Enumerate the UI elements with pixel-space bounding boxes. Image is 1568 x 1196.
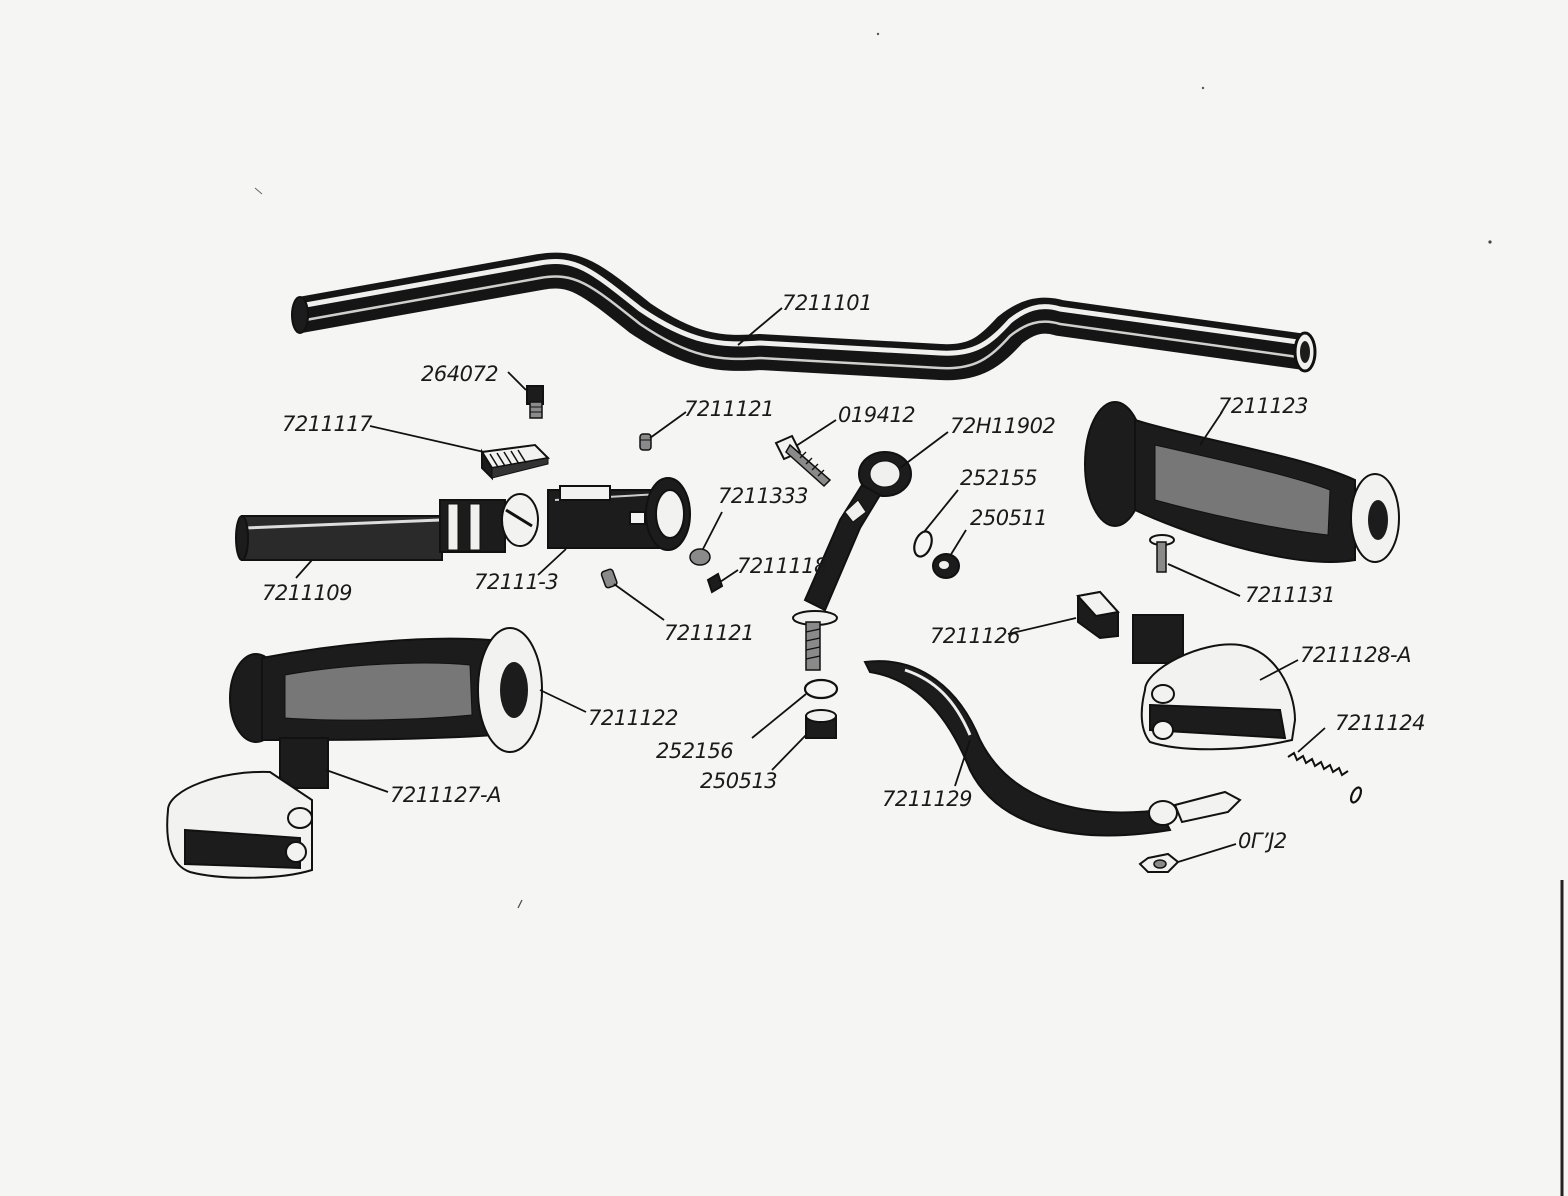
clamp-block-7211117 (480, 443, 551, 481)
label-72H11902: 72H11902 (950, 414, 1055, 438)
block-7211126 (1076, 590, 1120, 640)
pin-7211121-top (639, 433, 652, 451)
label-7211123: 7211123 (1218, 394, 1308, 418)
label-7211122: 7211122 (588, 706, 678, 730)
nut-00J2 (1138, 852, 1180, 873)
throttle-tube-7211109 (235, 493, 539, 561)
label-252156: 252156 (656, 739, 733, 763)
label-264072: 264072 (421, 362, 498, 386)
label-7211127-A: 7211127-A (390, 783, 501, 807)
washer-252155 (913, 530, 933, 558)
label-250513: 250513 (700, 769, 777, 793)
label-7211118: 7211118 (737, 554, 827, 578)
label-7211129: 7211129 (882, 787, 972, 811)
label-7211333: 7211333 (718, 484, 808, 508)
washer-252156 (803, 678, 839, 700)
grip-right-7211123 (1084, 401, 1400, 563)
label-7211109: 7211109 (262, 581, 352, 605)
label-252155: 252155 (960, 466, 1037, 490)
nut-250513 (805, 709, 837, 739)
lever-7211129 (863, 660, 1242, 837)
label-7211126: 7211126 (930, 624, 1020, 648)
label-7211117: 7211117 (282, 412, 373, 436)
screw-264072 (526, 385, 544, 419)
label-72111-3: 72111-3 (474, 570, 558, 594)
label-250511: 250511 (970, 506, 1047, 530)
screw-7211118 (706, 572, 724, 594)
label-019412: 019412 (838, 403, 915, 427)
spring-7211124 (1287, 751, 1363, 804)
lever-clamp-72H11902 (792, 451, 912, 671)
grip-left-7211122 (229, 627, 543, 753)
pin-7211121-bottom (600, 568, 618, 589)
lever-bracket-left-7211127-A (166, 737, 329, 879)
label-7211131: 7211131 (1245, 583, 1335, 607)
label-7211128-A: 7211128-A (1300, 643, 1411, 667)
lever-bracket-right-7211128-A (1132, 614, 1297, 751)
throttle-housing-72111-3 (547, 477, 691, 551)
label-7211121-top: 7211121 (684, 397, 774, 421)
nut-250511 (932, 553, 960, 579)
label-7211121-bottom: 7211121 (664, 621, 754, 645)
nut-7211333 (689, 548, 711, 566)
part-labels: 7211101 264072 7211117 7211121 019412 72… (262, 291, 1426, 853)
label-7211124: 7211124 (1335, 711, 1425, 735)
handlebar-7211101 (291, 252, 1317, 381)
screw-7211131 (1149, 534, 1175, 573)
leader-lines (295, 307, 1326, 863)
scan-artifacts (254, 32, 1564, 1196)
label-00J2: 0Г’J2 (1238, 829, 1287, 853)
bolt-019412 (774, 434, 832, 488)
label-7211101: 7211101 (782, 291, 872, 315)
